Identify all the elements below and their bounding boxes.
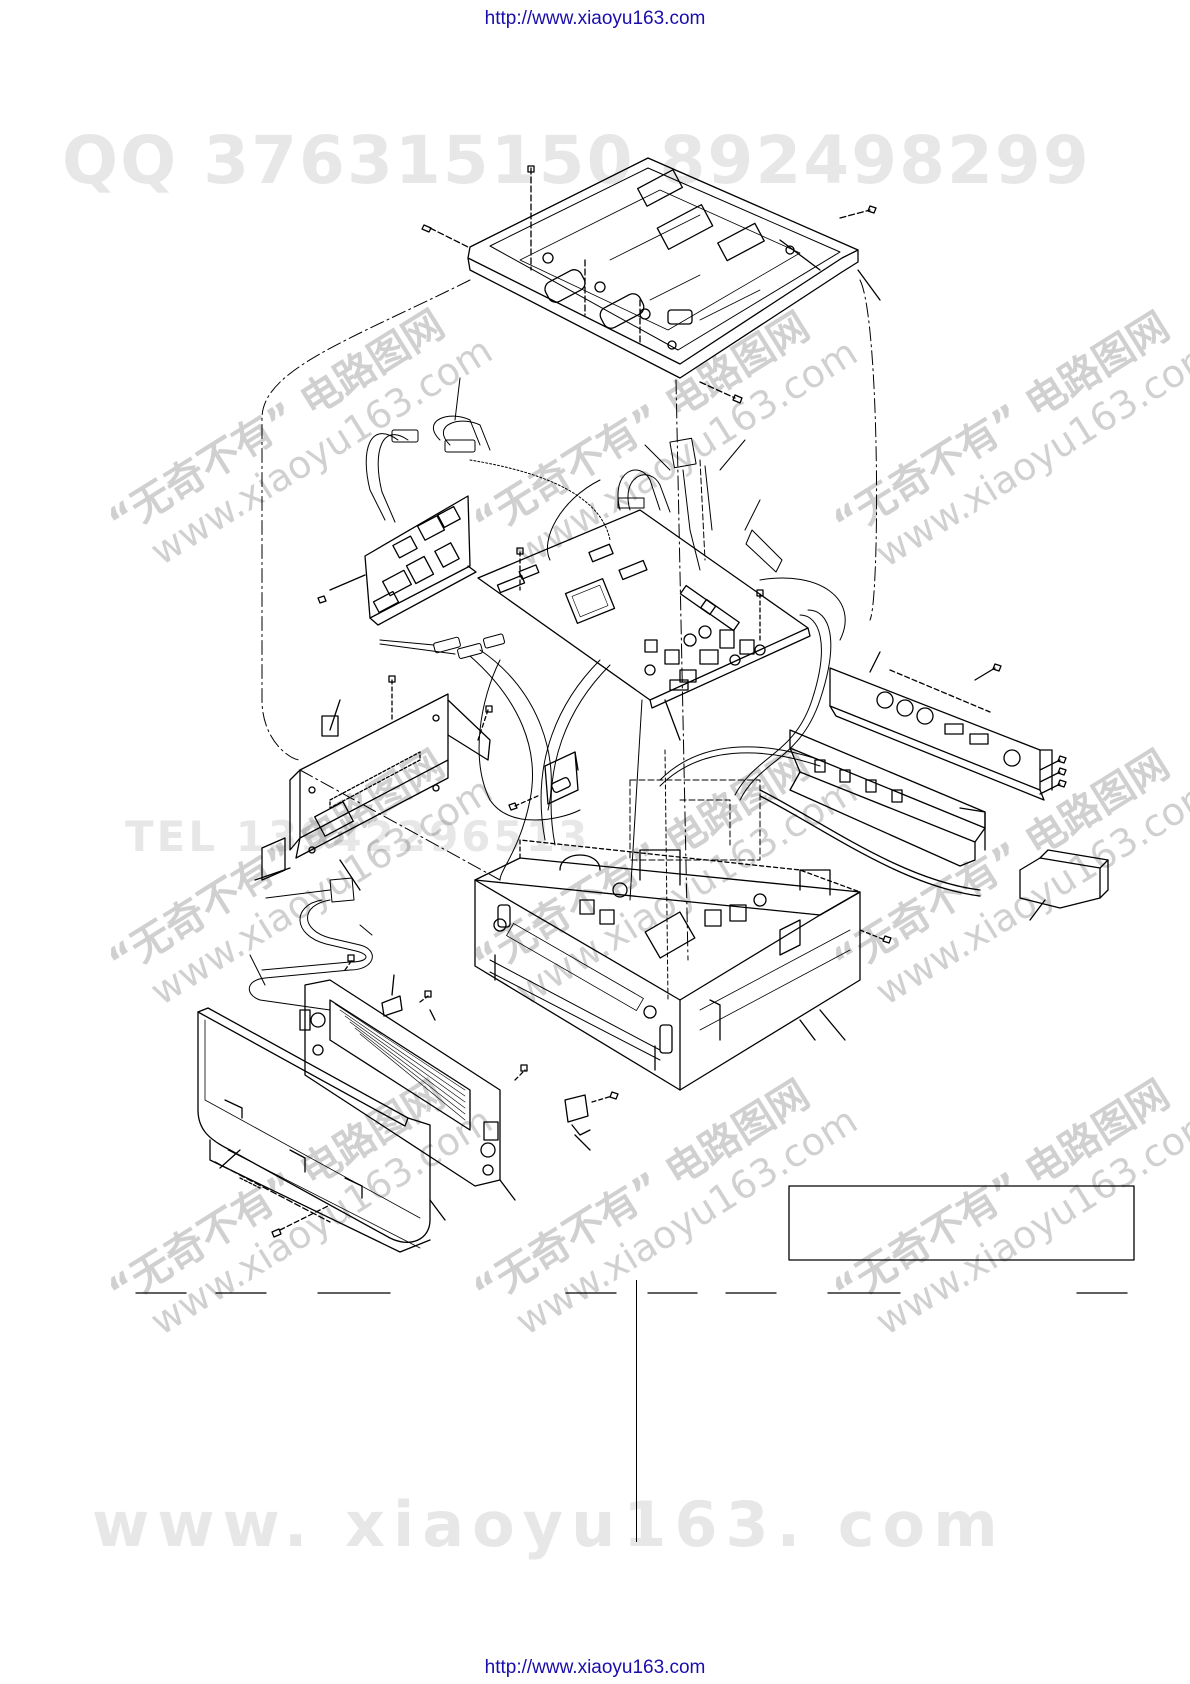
power-cable xyxy=(759,789,1109,921)
watermark-qq: QQ 376315150 892498299 xyxy=(62,122,1091,199)
long-cable-loops xyxy=(546,479,821,1001)
main-chassis xyxy=(474,839,892,1091)
parts-list-column-divider xyxy=(636,1280,638,1542)
top-cover xyxy=(467,157,859,379)
assembly-guide-lines xyxy=(261,279,878,961)
pcb-screws xyxy=(516,547,764,741)
flat-cables-top-left xyxy=(365,377,611,541)
note-box xyxy=(788,1185,1135,1261)
small-clip-part xyxy=(564,1091,619,1151)
small-mid-bracket xyxy=(508,751,579,811)
rear-panel-lower xyxy=(789,729,1067,867)
left-small-pcb xyxy=(317,495,477,626)
main-pcb-cables xyxy=(617,437,846,801)
front-bracket xyxy=(299,954,528,1201)
watermark-tel: TEL 13942296513 xyxy=(125,812,591,861)
flexible-flat-cable xyxy=(248,877,373,1011)
rear-panel-upper xyxy=(829,651,1053,801)
footer-url-link[interactable]: http://www.xiaoyu163.com xyxy=(484,1657,706,1678)
main-pcb xyxy=(477,509,811,709)
dashed-inset-outline xyxy=(629,779,761,861)
front-panel xyxy=(197,1007,446,1253)
watermark-bottom: www. xiaoyu163. com xyxy=(92,1488,1006,1561)
flat-cables-mid-left xyxy=(379,633,611,881)
top-cover-screws xyxy=(421,165,881,404)
header-url-link[interactable]: http://www.xiaoyu163.com xyxy=(484,8,706,29)
left-bracket xyxy=(254,675,493,891)
